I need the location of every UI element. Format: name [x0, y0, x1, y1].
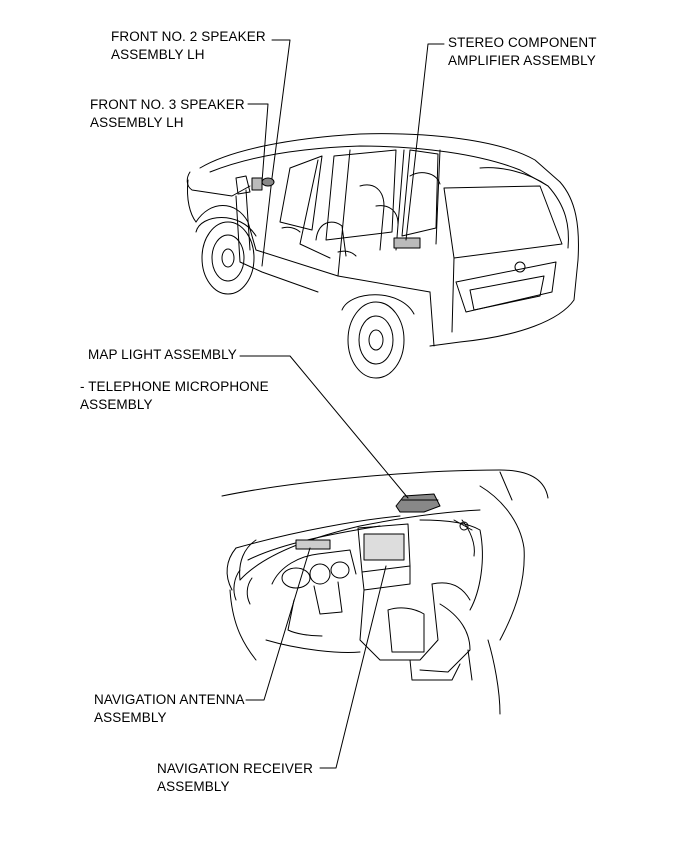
front-no3-speaker-label-line1: FRONT NO. 3 SPEAKER: [90, 97, 245, 112]
stereo-amplifier-label-line2: AMPLIFIER ASSEMBLY: [448, 53, 596, 68]
telephone-microphone-label-line2: ASSEMBLY: [80, 397, 153, 412]
front-no2-speaker-label-line2: ASSEMBLY LH: [111, 47, 205, 62]
stereo-amplifier-label-line1: STEREO COMPONENT: [448, 35, 597, 50]
front-no3-speaker-label-line2: ASSEMBLY LH: [90, 115, 184, 130]
navigation-antenna-label-line1: NAVIGATION ANTENNA: [94, 692, 245, 707]
stereo-amplifier-label: STEREO COMPONENT AMPLIFIER ASSEMBLY: [448, 34, 597, 70]
dashboard-illustration: [221, 469, 549, 715]
telephone-microphone-label: - TELEPHONE MICROPHONE ASSEMBLY: [80, 378, 269, 414]
navigation-receiver-label-line2: ASSEMBLY: [157, 779, 230, 794]
telephone-microphone-label-line1: - TELEPHONE MICROPHONE: [80, 379, 269, 394]
vehicle-illustration: [186, 133, 579, 379]
front-no2-speaker-label-line1: FRONT NO. 2 SPEAKER: [111, 29, 266, 44]
navigation-antenna-label: NAVIGATION ANTENNA ASSEMBLY: [94, 691, 245, 727]
navigation-antenna-label-line2: ASSEMBLY: [94, 710, 167, 725]
front-no2-speaker-label: FRONT NO. 2 SPEAKER ASSEMBLY LH: [111, 28, 266, 64]
navigation-receiver-label-line1: NAVIGATION RECEIVER: [157, 761, 313, 776]
map-light-label-line1: MAP LIGHT ASSEMBLY: [88, 347, 237, 362]
navigation-receiver-label: NAVIGATION RECEIVER ASSEMBLY: [157, 760, 313, 796]
front-no3-speaker-label: FRONT NO. 3 SPEAKER ASSEMBLY LH: [90, 96, 245, 132]
map-light-label: MAP LIGHT ASSEMBLY: [88, 346, 237, 364]
leader-lines: [239, 39, 445, 769]
